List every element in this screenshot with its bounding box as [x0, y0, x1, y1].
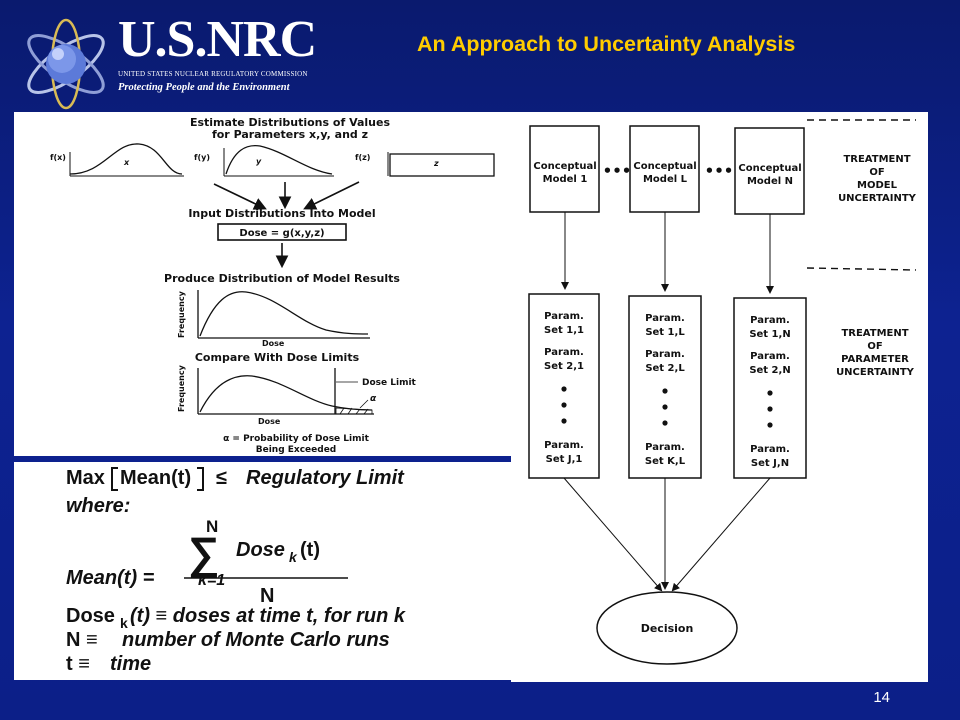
sum-lower-limit: k=1: [198, 572, 225, 589]
param-set-1-c2: Set J,1: [546, 454, 583, 465]
x-label: x: [123, 158, 130, 167]
max-text: Max: [66, 467, 105, 489]
fz-label: f(z): [355, 153, 370, 162]
param-set-1-b1: Param.: [544, 347, 584, 358]
nrc-logo: U.S.NRC UNITED STATES NUCLEAR REGULATORY…: [22, 11, 322, 110]
param-set-n-b1: Param.: [750, 351, 790, 362]
treatment-model-1: TREATMENT: [843, 154, 910, 165]
decision-label: Decision: [641, 622, 694, 635]
frequency-axis-label-2: Frequency: [177, 364, 186, 412]
param-set-1-b2: Set 2,1: [544, 361, 584, 372]
input-distributions-label: Input Distributions Into Model: [188, 207, 375, 220]
distribution-flow-figure: Estimate Distributions of Values for Par…: [14, 112, 511, 456]
dose-k-definition-text: (t) ≡ doses at time t, for run k: [130, 605, 406, 627]
param-set-n-a2: Set 1,N: [749, 329, 790, 340]
alpha-definition-1: α = Probability of Dose Limit: [223, 434, 369, 444]
param-set-1-a1: Param.: [544, 311, 584, 322]
model-1-line2: Model 1: [543, 174, 588, 185]
treatment-param-4: UNCERTAINTY: [836, 367, 915, 378]
alpha-marker: α: [370, 394, 377, 404]
dose-limit-label: Dose Limit: [362, 378, 417, 388]
param-set-n-b2: Set 2,N: [749, 365, 790, 376]
atom-icon: [27, 18, 105, 110]
z-label: z: [433, 159, 439, 168]
model-l-line1: Conceptual: [633, 161, 696, 172]
agency-name: U.S.NRC: [118, 11, 317, 68]
treatment-model-2: OF: [869, 167, 884, 178]
frequency-axis-label-1: Frequency: [177, 290, 186, 338]
alpha-definition-2: Being Exceeded: [256, 445, 337, 455]
dose-k-definition-subscript: k: [120, 615, 128, 631]
param-set-n-c1: Param.: [750, 444, 790, 455]
fy-label: f(y): [194, 153, 210, 162]
model-n-line2: Model N: [747, 176, 793, 187]
param-set-l-c2: Set K,L: [645, 456, 686, 467]
where-text: where:: [66, 495, 130, 517]
dose-k-definition-term: Dose: [66, 605, 115, 627]
treatment-param-3: PARAMETER: [841, 354, 909, 365]
sum-dose-term: Dose: [236, 539, 285, 561]
param-set-1-c1: Param.: [544, 440, 584, 451]
ellipsis-2: •••: [705, 162, 734, 180]
param-set-l-a1: Param.: [645, 313, 685, 324]
t-definition-term: t ≡: [66, 653, 90, 675]
produce-distribution-label: Produce Distribution of Model Results: [164, 272, 400, 285]
treatment-model-4: UNCERTAINTY: [838, 193, 917, 204]
mean-lhs: Mean(t) =: [66, 567, 155, 589]
fx-label: f(x): [50, 153, 66, 162]
dose-axis-label-1: Dose: [262, 339, 285, 348]
agency-tagline: Protecting People and the Environment: [118, 82, 290, 93]
summation-symbol: ∑: [188, 529, 219, 578]
dose-equation: Dose = g(x,y,z): [239, 228, 324, 239]
compare-dose-limits-label: Compare With Dose Limits: [195, 351, 360, 364]
model-l-line2: Model L: [643, 174, 688, 185]
leq-symbol: ≤: [216, 467, 227, 489]
y-label: y: [256, 157, 262, 166]
n-definition-term: N ≡: [66, 629, 98, 651]
estimate-title-2: for Parameters x,y, and z: [212, 128, 368, 141]
page-number: 14: [873, 689, 890, 706]
model-n-line1: Conceptual: [738, 163, 801, 174]
param-set-l-b2: Set 2,L: [645, 363, 685, 374]
mean-t-text: Mean(t): [120, 467, 191, 489]
param-set-l-b1: Param.: [645, 349, 685, 360]
model-1-line1: Conceptual: [533, 161, 596, 172]
param-set-l-a2: Set 1,L: [645, 327, 685, 338]
mean-formula-panel: Max Mean(t) ≤ Regulatory Limit where: N …: [14, 462, 511, 680]
ellipsis-1: •••: [603, 162, 632, 180]
slide-title: An Approach to Uncertainty Analysis: [417, 32, 796, 56]
sum-dose-argument: (t): [300, 539, 320, 561]
uncertainty-treatment-figure: Conceptual Model 1 ••• Conceptual Model …: [511, 112, 928, 682]
estimate-title-1: Estimate Distributions of Values: [190, 116, 390, 129]
param-set-n-c2: Set J,N: [751, 458, 789, 469]
t-definition-text: time: [110, 653, 151, 675]
param-set-1-a2: Set 1,1: [544, 325, 584, 336]
sum-dose-subscript: k: [289, 549, 298, 565]
sum-upper-limit: N: [206, 517, 218, 536]
regulatory-limit-text: Regulatory Limit: [246, 467, 405, 489]
treatment-param-2: OF: [867, 341, 882, 352]
treatment-model-3: MODEL: [857, 180, 898, 191]
treatment-param-1: TREATMENT: [841, 328, 908, 339]
dose-axis-label-2: Dose: [258, 417, 281, 426]
param-set-n-a1: Param.: [750, 315, 790, 326]
n-definition-text: number of Monte Carlo runs: [122, 629, 390, 651]
param-set-l-c1: Param.: [645, 442, 685, 453]
agency-full-name: UNITED STATES NUCLEAR REGULATORY COMMISS…: [118, 70, 308, 78]
denominator-n: N: [260, 585, 274, 607]
